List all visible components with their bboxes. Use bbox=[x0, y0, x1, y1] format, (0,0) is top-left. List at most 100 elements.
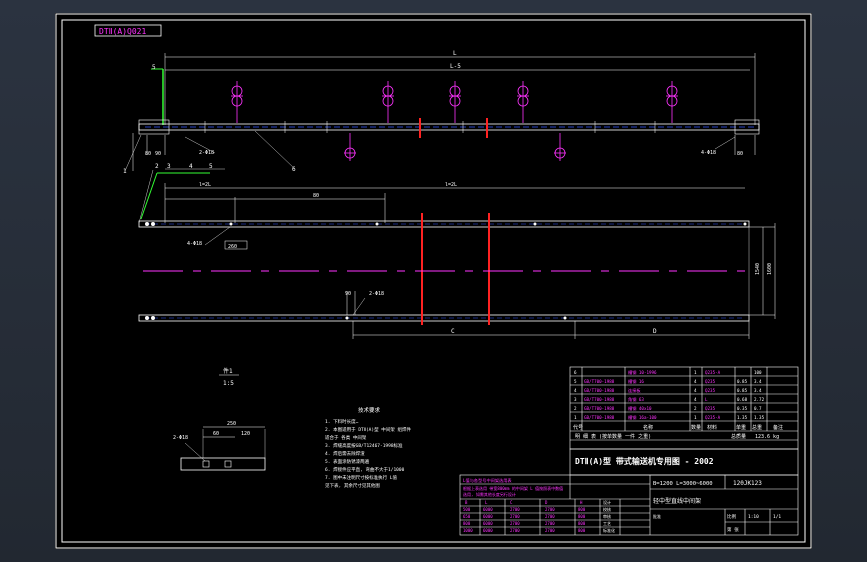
bom-cell: 3.4 bbox=[754, 379, 762, 384]
spec-line: B=1200 L=3000~6000 bbox=[653, 481, 713, 487]
bom-cell: 槽钢 10-1996 bbox=[628, 369, 657, 376]
bom-cell: 槽钢 16a-100 bbox=[628, 414, 657, 421]
code-box-text: DTⅡ(A)Q021 bbox=[99, 27, 146, 36]
bom-cell: 2 bbox=[574, 406, 577, 411]
bom-cell: 0.35 bbox=[737, 406, 748, 411]
bom-cell: GB/T700-1988 bbox=[584, 397, 615, 402]
dim-80-right: 80 bbox=[737, 151, 743, 157]
mass-value: 123.6 kg bbox=[755, 434, 779, 440]
lower-table-cell: 800 bbox=[578, 507, 586, 512]
dim-260: 260 bbox=[228, 244, 237, 250]
bom-cell: 连接板 bbox=[628, 387, 641, 394]
bom-cell: 5 bbox=[574, 379, 577, 384]
bom-cell: 1 bbox=[694, 415, 697, 420]
dim-l-total: l=2L bbox=[445, 182, 457, 188]
lower-table-cell: 650 bbox=[463, 514, 471, 519]
bom-cell: Q235 bbox=[705, 388, 716, 393]
lower-table-cell: 6000 bbox=[483, 514, 493, 519]
lower-table-cell: 500 bbox=[463, 507, 471, 512]
bom-header-unit: 单重 bbox=[736, 424, 746, 431]
bom-cell: 3.4 bbox=[754, 388, 762, 393]
notes-line: 6. 焊接件应平直, 弯曲不大于1/1000 bbox=[325, 466, 405, 473]
lower-table-cell: B bbox=[465, 500, 468, 505]
lower-table-cell: 2700 bbox=[510, 507, 520, 512]
bom-cell: GB/T700-1988 bbox=[584, 379, 615, 384]
svg-text:5: 5 bbox=[152, 64, 156, 71]
plan-hole-label: 4-Φ18 bbox=[187, 241, 202, 247]
plan-view: l=2L 80 l=2L 4-Φ18 260 bbox=[138, 172, 776, 339]
balloon-2: 2 bbox=[155, 163, 159, 170]
detail-dim-a: 60 bbox=[213, 431, 219, 437]
technical-notes: 技术要求 1. 下料时长度… 2. 本图适用于 DTⅡ(A)型 中间架 组焊件 … bbox=[325, 406, 412, 489]
notes-line: 5. 表面涂防锈漆两遍 bbox=[325, 458, 370, 465]
scale-label: 比例 bbox=[727, 513, 736, 520]
hole-label-right: 4-Φ18 bbox=[701, 150, 716, 156]
main-title: DTⅡ(A)型 带式输送机专用图 - 2002 bbox=[575, 456, 714, 466]
table-note: 根据上表选用 带宽800mm 的中间架 L 值按照表中数值 bbox=[463, 485, 563, 491]
bom-cell: Q235 bbox=[705, 406, 716, 411]
bom-cell: 3 bbox=[574, 397, 577, 402]
notes-line: 1. 下料时长度… bbox=[325, 418, 359, 425]
bom-header-material: 材料 bbox=[707, 424, 717, 431]
bom-cell: Q235-A bbox=[705, 415, 721, 420]
sheet-value: 1/1 bbox=[773, 514, 781, 520]
lower-table-cell: 800 bbox=[463, 521, 471, 526]
bom-cell: 4 bbox=[694, 388, 697, 393]
lower-table-cell: C bbox=[510, 500, 513, 505]
bom-header-code: 代号 bbox=[573, 424, 583, 431]
notes-title: 技术要求 bbox=[358, 406, 381, 414]
inner-border bbox=[61, 19, 806, 543]
lower-table-cell: 2700 bbox=[510, 514, 520, 519]
lower-table-cell: D bbox=[545, 500, 548, 505]
lower-table-cell: 800 bbox=[578, 514, 586, 519]
lower-table-cell: 6000 bbox=[483, 507, 493, 512]
balloon-4: 4 bbox=[189, 163, 193, 170]
lower-table-cell: 2700 bbox=[545, 521, 555, 526]
bom-cell: 1.35 bbox=[737, 415, 748, 420]
table-header: L值与各型号中间架选用表 bbox=[463, 477, 512, 484]
dim-80-left: 80 bbox=[145, 151, 151, 157]
bom-cell: 1.35 bbox=[754, 415, 765, 420]
detail-dim-b: 120 bbox=[241, 431, 250, 437]
notes-line: 7. 图中未注明尺寸按标准执行 L值 bbox=[325, 474, 398, 481]
lower-table-cell: 6000 bbox=[483, 528, 493, 533]
dim-L: L bbox=[453, 50, 457, 57]
notes-line: 4. 焊后需去除焊渣 bbox=[325, 450, 365, 457]
sign-cell: 设计 bbox=[603, 499, 611, 505]
outer-border bbox=[55, 13, 812, 549]
dim-90-plan: 90 bbox=[345, 291, 351, 297]
drawing-number: 120JK123 bbox=[733, 480, 762, 487]
sheet-label: 第 张 bbox=[727, 526, 739, 533]
bom-cell: 0.85 bbox=[737, 388, 748, 393]
lower-table-cell: H bbox=[580, 500, 583, 505]
part-name: 轻中型直线中间架 bbox=[653, 497, 701, 505]
sign-cell: 工艺 bbox=[603, 521, 611, 526]
plan-hole-label2: 2-Φ18 bbox=[369, 291, 384, 297]
bom-cell: Q235-A bbox=[705, 370, 721, 375]
notes-line: 3. 焊缝高度按GB/T12467-1998标准 bbox=[325, 442, 403, 449]
mass-label: 总质量 bbox=[731, 433, 746, 440]
bom-cell: 2.72 bbox=[754, 397, 765, 402]
bom-cell: 6 bbox=[574, 370, 577, 375]
dim-D: D bbox=[653, 328, 657, 335]
lower-table-cell: 800 bbox=[578, 528, 586, 533]
idler-symbols-top bbox=[231, 81, 678, 161]
lower-table-cell: 2700 bbox=[545, 507, 555, 512]
notes-line: 见下表, 其余尺寸见其他图 bbox=[325, 482, 380, 489]
detail-title: 件1 bbox=[223, 367, 233, 375]
title-block-text: DTⅡ(A)型 带式输送机专用图 - 2002 B=1200 L=3000~60… bbox=[463, 456, 781, 533]
sign-cell: 批准 bbox=[653, 513, 661, 519]
bom-header-name: 名称 bbox=[643, 424, 653, 431]
bom-footer: 明 细 表 (按单数量 一件 之重) bbox=[575, 433, 651, 440]
bom-rows: 6 槽钢 10-1996 1 Q235-A 100 5 GB/T700-1988… bbox=[573, 369, 783, 440]
lower-table-cell: 6000 bbox=[483, 521, 493, 526]
detail-scale: 1:5 bbox=[223, 380, 234, 387]
dim-1540: 1540 bbox=[755, 263, 761, 275]
hole-label-left: 2-Φ18 bbox=[199, 150, 214, 156]
notes-line: 适合于 各类 中间架 bbox=[325, 434, 367, 441]
bom-cell: 4 bbox=[694, 379, 697, 384]
bom-cell: 0.7 bbox=[754, 406, 762, 411]
bom-header-total: 总重 bbox=[752, 424, 762, 431]
detail-view: 件1 1:5 250 60 120 2-Φ18 bbox=[173, 367, 266, 471]
